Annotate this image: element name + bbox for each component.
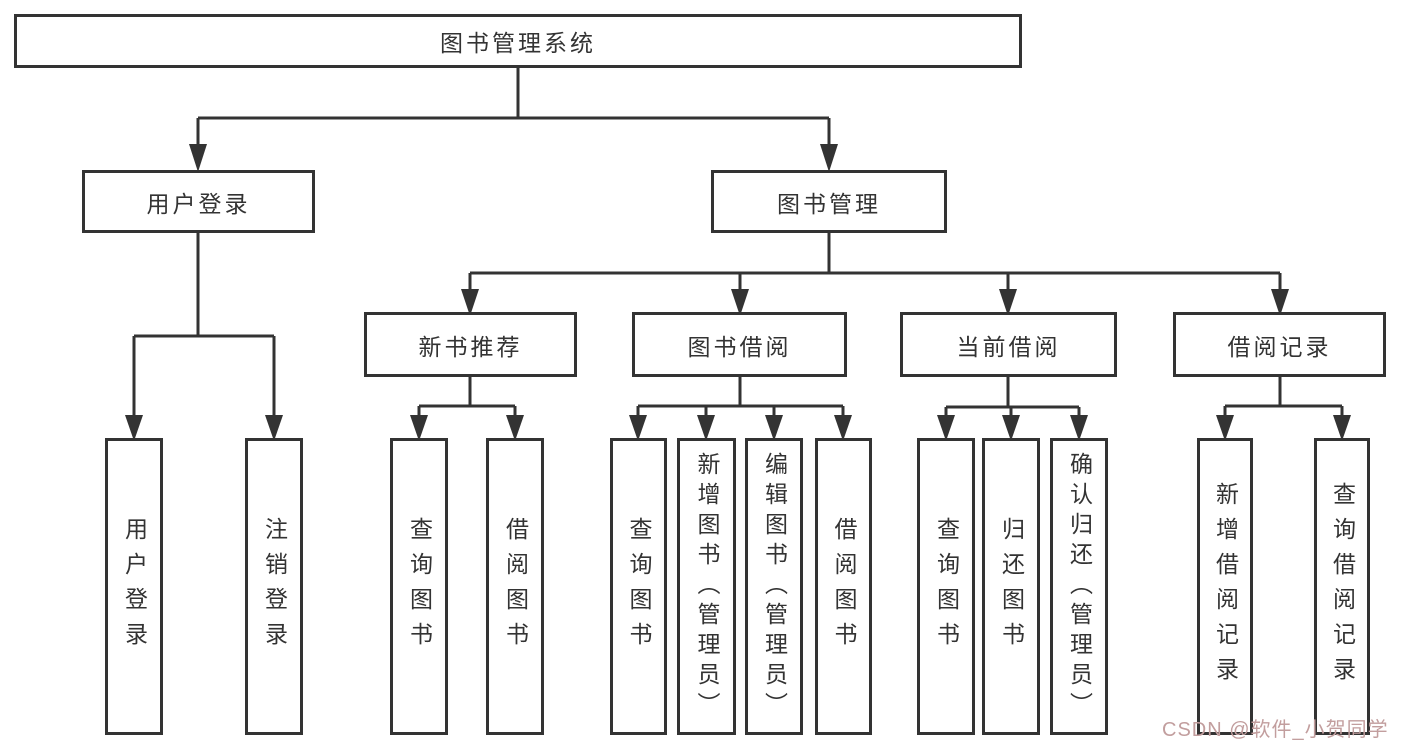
leaf-borrow-books-recommend: 借阅图书 [486, 438, 544, 735]
node-borrowing-records: 借阅记录 [1173, 312, 1386, 377]
node-book-borrowing: 图书借阅 [632, 312, 847, 377]
node-user-login: 用户登录 [82, 170, 315, 233]
csdn-watermark: CSDN @软件_小贺同学 [1162, 719, 1389, 741]
leaf-logout: 注销登录 [245, 438, 303, 735]
leaf-query-borrow-record: 查询借阅记录 [1314, 438, 1370, 735]
node-new-book-recommendation: 新书推荐 [364, 312, 577, 377]
leaf-add-books-admin: 新增图书（管理员） [677, 438, 736, 735]
arrowheads [125, 144, 1351, 441]
node-book-management: 图书管理 [711, 170, 947, 233]
leaf-borrow-books-borrowing: 借阅图书 [815, 438, 872, 735]
leaf-return-books: 归还图书 [982, 438, 1040, 735]
leaf-edit-books-admin: 编辑图书（管理员） [745, 438, 803, 735]
leaf-query-books-recommend: 查询图书 [390, 438, 448, 735]
leaf-query-books-borrowing: 查询图书 [610, 438, 667, 735]
node-current-borrowing: 当前借阅 [900, 312, 1117, 377]
leaf-add-borrow-record: 新增借阅记录 [1197, 438, 1253, 735]
leaf-query-books-current: 查询图书 [917, 438, 975, 735]
leaf-user-login: 用户登录 [105, 438, 163, 735]
leaf-confirm-return-admin: 确认归还（管理员） [1050, 438, 1108, 735]
node-root-library-system: 图书管理系统 [14, 14, 1022, 68]
